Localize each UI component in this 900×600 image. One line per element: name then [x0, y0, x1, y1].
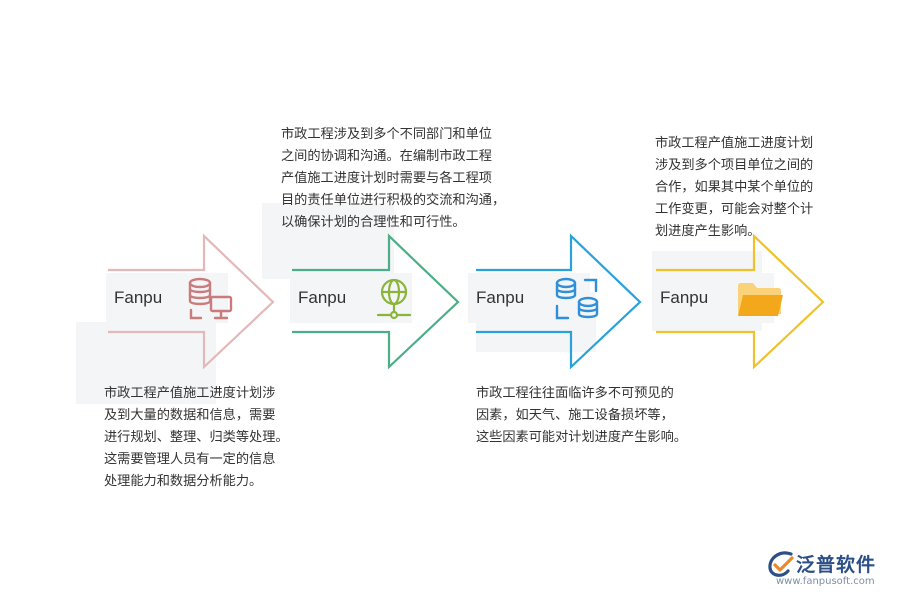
step-2-description: 市政工程涉及到多个不同部门和单位 之间的协调和沟通。在编制市政工程 产值施工进度… [281, 127, 506, 230]
step-1-description: 市政工程产值施工进度计划涉 及到大量的数据和信息，需要 进行规划、整理、归类等处… [104, 386, 289, 489]
step-3-label-text: Fanpu [476, 288, 525, 307]
arrow-shape-3 [476, 233, 642, 370]
database-computer-icon [188, 277, 233, 320]
step-3-description: 市政工程往往面临许多不可预见的 因素，如天气、施工设备损坏等， 这些因素可能对计… [476, 386, 687, 445]
bg-block-1a [76, 322, 216, 404]
brand-url: www.fanpusoft.com [776, 576, 875, 587]
brand-logo: 泛普软件 www.fanpusoft.com [766, 549, 896, 595]
arrow-shape-4 [656, 233, 825, 370]
step-2-label-text: Fanpu [298, 288, 347, 307]
folder-icon [738, 283, 783, 316]
step-3-label: Fanpu [468, 273, 590, 323]
step-1-label-text: Fanpu [114, 288, 163, 307]
brand-name: 泛普软件 [796, 554, 877, 576]
brand-mark-icon [768, 551, 794, 577]
step-4-description: 市政工程产值施工进度计划 涉及到多个项目单位之间的 合作，如果其中某个单位的 工… [655, 136, 814, 239]
globe-network-icon [376, 278, 412, 320]
step-4-label-text: Fanpu [660, 288, 709, 307]
arrow-shape-1 [108, 233, 275, 370]
database-sync-icon [555, 277, 599, 320]
arrow-shape-2 [292, 233, 460, 370]
bg-block-2 [262, 203, 394, 279]
